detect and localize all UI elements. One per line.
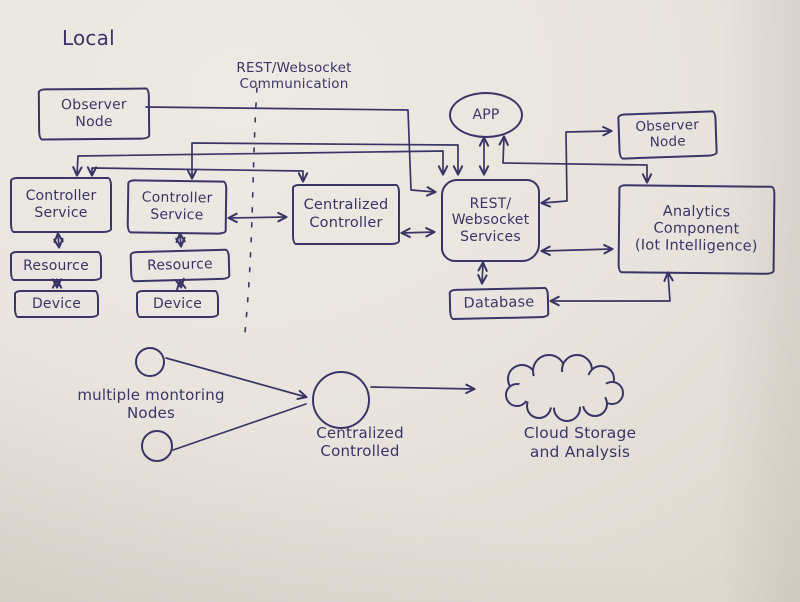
node-controller-service-2: Controller Service (126, 179, 228, 235)
node-resource-1: Resource (10, 251, 102, 281)
node-controller-service-2-label: Controller Service (141, 189, 213, 224)
line-node2-centralized (172, 403, 307, 451)
monitoring-node-circle-2 (141, 430, 173, 462)
arrow-cs2-resource2 (175, 232, 186, 248)
node-observer-right: Observer Node (617, 110, 718, 160)
arrow-cs1-rest (72, 150, 449, 177)
arrow-analytics-database (549, 271, 674, 307)
arrow-centralized-cloud (370, 383, 476, 395)
node-resource-2: Resource (129, 248, 231, 283)
node-app: APP (449, 92, 523, 138)
node-database: Database (448, 286, 550, 321)
node-database-label: Database (463, 294, 535, 312)
arrow-observer-left-rest (145, 106, 437, 197)
arrow-rest-observer-right (540, 125, 613, 208)
node-rest-websocket-services: REST/ Websocket Services (441, 179, 540, 262)
arrow-cs1-resource1 (53, 232, 64, 249)
rest-websocket-communication-label: REST/Websocket Communication (236, 60, 352, 93)
monitoring-node-circle-1 (135, 347, 165, 377)
node-device-1: Device (14, 290, 99, 318)
arrow-cs2-centralized (227, 211, 288, 224)
arrow-resource2-device2 (174, 277, 187, 291)
node-observer-left: Observer Node (37, 87, 151, 141)
node-analytics-component-label: Analytics Component (Iot Intelligence) (634, 203, 758, 255)
cloud-storage-analysis-label: Cloud Storage and Analysis (523, 424, 637, 461)
centralized-controlled-circle (312, 371, 370, 429)
arrow-cs2-rest (186, 142, 464, 180)
node-controller-service-1-label: Controller Service (25, 188, 97, 221)
multiple-monitoring-nodes-label: multiple montoring Nodes (77, 386, 225, 422)
node-analytics-component: Analytics Component (Iot Intelligence) (617, 184, 776, 275)
node-observer-right-label: Observer Node (635, 116, 700, 151)
node-rest-websocket-services-label: REST/ Websocket Services (451, 195, 530, 245)
dashed-separator-line (244, 87, 258, 333)
node-observer-left-label: Observer Node (60, 97, 127, 131)
node-resource-2-label: Resource (146, 256, 214, 275)
node-centralized-controller: Centralized Controller (292, 184, 400, 245)
node-app-label: APP (472, 106, 500, 123)
centralized-controlled-label: Centralized Controlled (316, 424, 404, 460)
node-resource-1-label: Resource (23, 257, 89, 274)
local-label: Local (62, 26, 115, 50)
node-device-2: Device (136, 290, 219, 318)
cloud-storage-shape (505, 354, 624, 422)
node-device-2-label: Device (152, 295, 203, 312)
arrow-rest-database (477, 261, 488, 285)
arrow-centralized-rest (400, 227, 436, 238)
node-device-1-label: Device (31, 295, 82, 312)
arrow-node1-centralized (165, 357, 308, 400)
arrow-rest-analytics (540, 244, 614, 256)
node-controller-service-1: Controller Service (10, 177, 112, 233)
arrow-cs1-centralized (86, 166, 309, 183)
node-centralized-controller-label: Centralized Controller (303, 197, 389, 231)
